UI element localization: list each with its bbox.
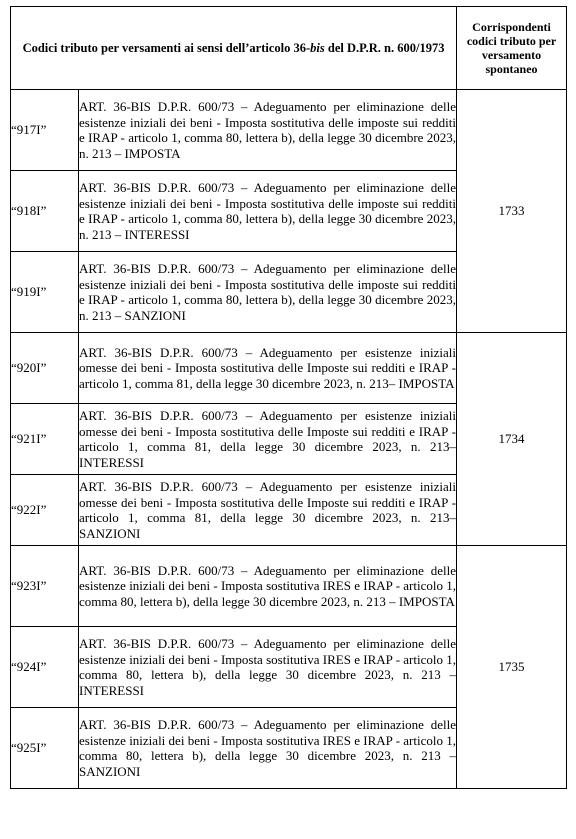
table-row: “919I” ART. 36-BIS D.P.R. 600/73 – Adegu… <box>10 251 567 333</box>
table-row: “923I” ART. 36-BIS D.P.R. 600/73 – Adegu… <box>10 545 568 789</box>
tax-code-description: ART. 36-BIS D.P.R. 600/73 – Adeguamento … <box>77 707 458 789</box>
table-row: “922I” ART. 36-BIS D.P.R. 600/73 – Adegu… <box>10 474 567 546</box>
header-title-italic: bis <box>310 40 325 55</box>
table-row: “924I” ART. 36-BIS D.P.R. 600/73 – Adegu… <box>10 626 567 708</box>
spontaneous-code: 1733 <box>456 89 568 333</box>
tax-code-description: ART. 36-BIS D.P.R. 600/73 – Adeguamento … <box>77 251 458 333</box>
tax-code: “919I” <box>10 251 79 333</box>
tax-code: “918I” <box>10 170 79 252</box>
tax-code: “920I” <box>10 332 79 404</box>
spontaneous-code: 1734 <box>456 332 568 546</box>
tax-code-description: ART. 36-BIS D.P.R. 600/73 – Adeguamento … <box>77 545 458 627</box>
tax-code-description: ART. 36-BIS D.P.R. 600/73 – Adeguamento … <box>77 89 458 171</box>
tax-code-description: ART. 36-BIS D.P.R. 600/73 – Adeguamento … <box>77 332 458 404</box>
tax-code-description: ART. 36-BIS D.P.R. 600/73 – Adeguamento … <box>77 474 458 546</box>
table-header-row: Codici tributo per versamenti ai sensi d… <box>9 6 568 90</box>
spontaneous-code: 1735 <box>456 545 568 789</box>
tax-code: “924I” <box>10 626 79 708</box>
tax-code: “925I” <box>10 707 79 789</box>
header-title-prefix: Codici tributo per versamenti ai sensi d… <box>22 40 311 55</box>
table-row: “917I” ART. 36-BIS D.P.R. 600/73 – Adegu… <box>10 89 568 333</box>
tax-code: “917I” <box>10 89 79 171</box>
table-row: “918I” ART. 36-BIS D.P.R. 600/73 – Adegu… <box>10 170 567 252</box>
tax-code-description: ART. 36-BIS D.P.R. 600/73 – Adeguamento … <box>77 626 458 708</box>
tax-code: “921I” <box>10 403 79 475</box>
tax-code-description: ART. 36-BIS D.P.R. 600/73 – Adeguamento … <box>77 403 458 475</box>
tax-codes-table: Codici tributo per versamenti ai sensi d… <box>9 6 568 789</box>
tax-code-description: ART. 36-BIS D.P.R. 600/73 – Adeguamento … <box>77 170 458 252</box>
tax-code: “922I” <box>10 474 79 546</box>
tax-code: “923I” <box>10 545 79 627</box>
table-row: “920I” ART. 36-BIS D.P.R. 600/73 – Adegu… <box>10 332 568 546</box>
header-main-title: Codici tributo per versamenti ai sensi d… <box>9 6 458 90</box>
table-row: “925I” ART. 36-BIS D.P.R. 600/73 – Adegu… <box>10 707 567 789</box>
header-side-title: Corrispondenti codici tributo per versam… <box>456 6 568 90</box>
header-title-suffix: del D.P.R. n. 600/1973 <box>324 40 445 55</box>
